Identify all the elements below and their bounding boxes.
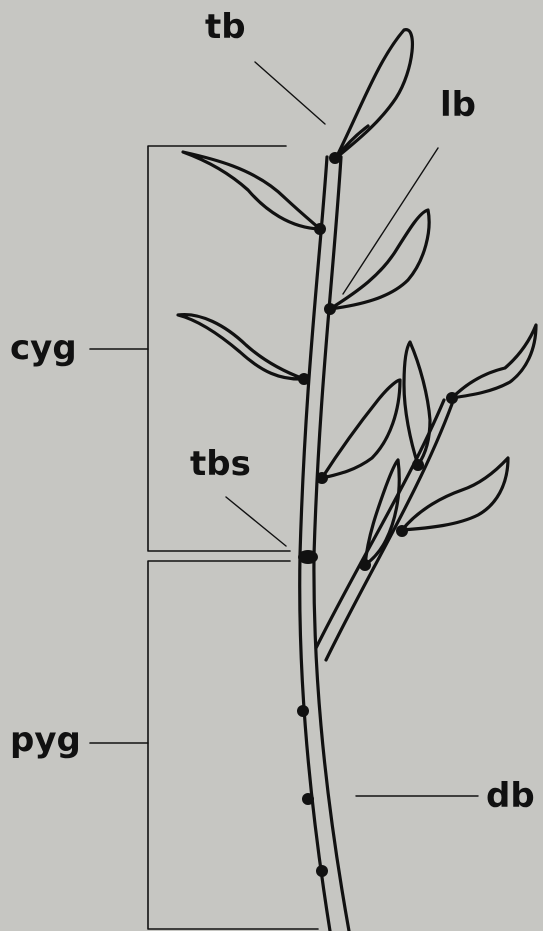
leaf	[178, 315, 304, 380]
label-cyg: cyg	[10, 331, 77, 365]
leaf	[404, 342, 430, 465]
label-db: db	[486, 779, 535, 813]
leaf	[322, 380, 400, 478]
label-pyg: pyg	[10, 723, 81, 757]
main-stem	[300, 157, 349, 931]
label-tb: tb	[205, 10, 246, 44]
leaf	[183, 152, 320, 229]
label-lb: lb	[440, 88, 476, 122]
leader-lines	[226, 62, 478, 796]
side-branch	[316, 400, 452, 660]
leaf	[336, 30, 412, 158]
bracket-cyg	[90, 146, 290, 551]
leaf	[452, 325, 536, 398]
bracket-pyg	[90, 561, 318, 929]
leaf	[330, 210, 429, 309]
label-tbs: tbs	[190, 447, 251, 481]
